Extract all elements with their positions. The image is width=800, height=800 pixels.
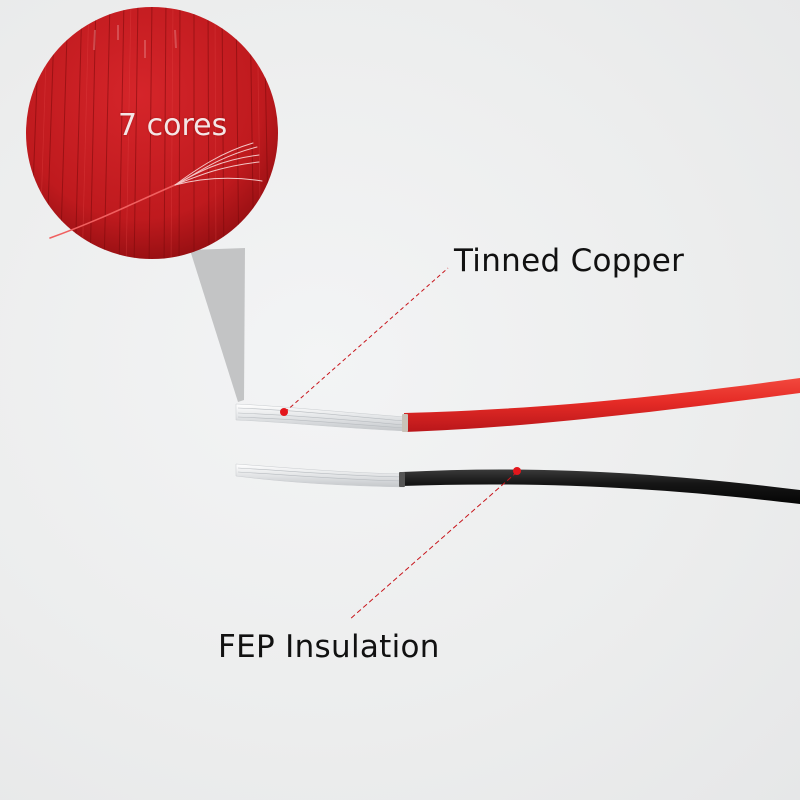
fep-insulation-label: FEP Insulation [218, 629, 440, 665]
frayed-strand [49, 142, 263, 239]
tinned-copper-label: Tinned Copper [454, 243, 685, 279]
black-wire [235, 463, 800, 504]
insulation-leader-line [348, 471, 518, 621]
magnifier-pointer [190, 248, 245, 402]
red-wire [235, 378, 800, 432]
magnifier-label: 7 cores [118, 108, 228, 143]
copper-leader-line [284, 267, 449, 413]
copper-marker-dot [280, 408, 288, 416]
insulation-marker-dot [513, 467, 521, 475]
magnified-inset [26, 7, 278, 259]
